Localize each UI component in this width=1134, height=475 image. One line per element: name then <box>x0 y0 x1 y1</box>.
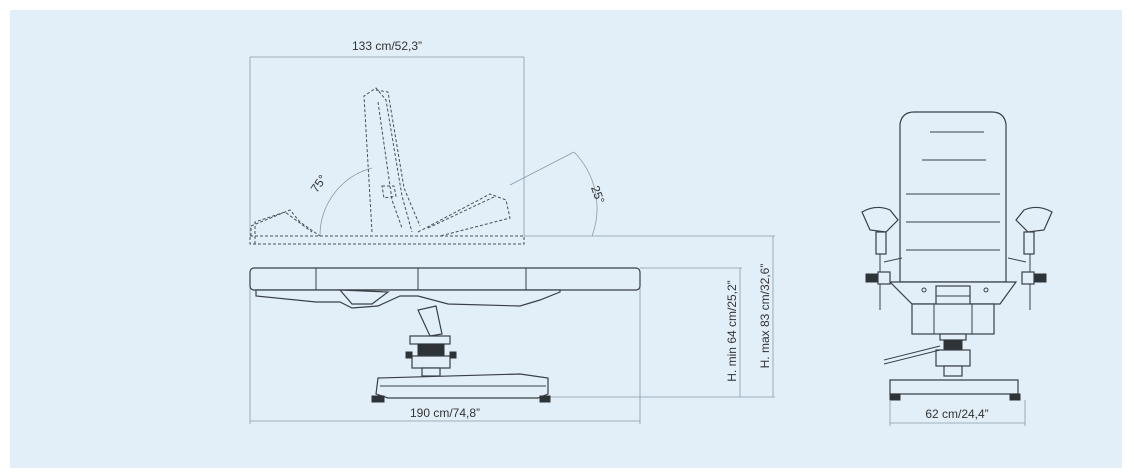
width-label: 62 cm/24,4” <box>925 407 988 421</box>
dashed-reclined-positions <box>249 87 525 245</box>
angle-back-label: 75° <box>308 172 330 195</box>
height-min-label: H. min 64 cm/25,2” <box>725 280 739 381</box>
height-max-label: H. max 83 cm/32,6” <box>758 264 772 369</box>
side-dimension-lines <box>249 56 775 424</box>
side-view-chair <box>249 267 641 403</box>
total-length-label: 190 cm/74,8” <box>410 406 480 420</box>
dimension-labels: 133 cm/52,3” 75° 25° H. min 64 cm/25,2” … <box>308 39 989 421</box>
top-length-label: 133 cm/52,3” <box>352 39 422 53</box>
front-view-chair <box>861 111 1053 401</box>
angle-leg-label: 25° <box>588 184 607 206</box>
front-dimension-lines <box>889 400 1026 426</box>
